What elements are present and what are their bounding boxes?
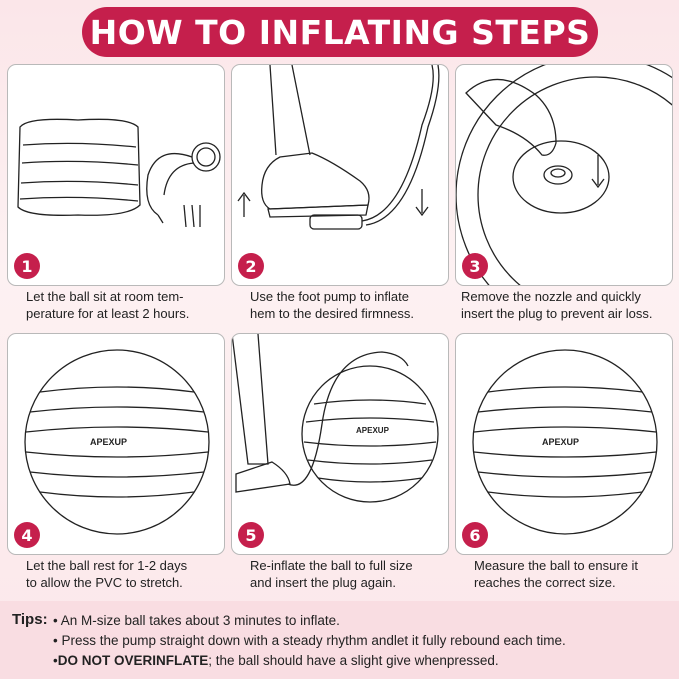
step-6-caption: Measure the ball to ensure it reaches th…	[474, 557, 679, 591]
tips-label: Tips:	[12, 611, 48, 628]
plug-removal-illustration	[456, 65, 672, 285]
step-4-caption-line-1: Let the ball rest for 1-2 days	[26, 558, 188, 573]
step-5-caption-line-2: and insert the plug again.	[250, 575, 396, 590]
tip-3-text: ; the ball should have a slight give whe…	[208, 653, 499, 668]
step-5-caption-line-1: Re-inflate the ball to full size	[250, 558, 413, 573]
ball-package-illustration	[17, 118, 221, 228]
tip-1: • An M-size ball takes about 3 minutes t…	[53, 613, 340, 628]
step-6-badge: 6	[462, 522, 488, 548]
ball-measured-illustration	[472, 349, 658, 535]
step-1-panel: 1	[7, 64, 225, 286]
tip-2-text: Press the pump straight down with a stea…	[61, 633, 566, 648]
step-5-caption: Re-inflate the ball to full size and ins…	[250, 557, 470, 591]
step-2-caption: Use the foot pump to inflate hem to the …	[250, 288, 470, 322]
step-1-badge: 1	[14, 253, 40, 279]
step-3-caption-line-1: Remove the nozzle and quickly	[461, 289, 641, 304]
reinflate-illustration	[232, 334, 439, 503]
step-6-panel: APEXUP 6	[455, 333, 673, 555]
tip-1-bullet: •	[53, 613, 58, 628]
brand-logo-step-6: APEXUP	[542, 437, 580, 447]
tips-section	[0, 601, 679, 679]
step-1-caption-line-1: Let the ball sit at room tem-	[26, 289, 184, 304]
step-2-caption-line-2: hem to the desired firmness.	[250, 306, 415, 321]
step-4-badge: 4	[14, 522, 40, 548]
tip-2-bullet: •	[53, 633, 58, 648]
tip-3-bullet: •	[53, 653, 58, 668]
step-4-panel: APEXUP 4	[7, 333, 225, 555]
tip-3-emphasis: DO NOT OVERINFLATE	[57, 653, 209, 668]
tip-3: •DO NOT OVERINFLATE; the ball should hav…	[53, 653, 499, 668]
step-4-caption-line-2: to allow the PVC to stretch.	[26, 575, 183, 590]
step-1-caption: Let the ball sit at room tem- perature f…	[26, 288, 246, 322]
step-2-badge: 2	[238, 253, 264, 279]
foot-pump-illustration	[237, 65, 440, 230]
step-6-caption-line-1: Measure the ball to ensure it	[474, 558, 639, 573]
page-title: HOW TO INFLATING STEPS	[82, 7, 598, 57]
step-5-badge: 5	[238, 522, 264, 548]
brand-logo-step-4: APEXUP	[90, 437, 128, 447]
step-4-caption: Let the ball rest for 1-2 days to allow …	[26, 557, 246, 591]
step-3-caption: Remove the nozzle and quickly insert the…	[461, 288, 679, 322]
tip-1-text: An M-size ball takes about 3 minutes to …	[60, 613, 340, 628]
step-6-caption-line-2: reaches the correct size.	[474, 575, 616, 590]
step-2-caption-line-1: Use the foot pump to inflate	[250, 289, 409, 304]
ball-resting-illustration	[24, 349, 210, 535]
brand-logo-step-5: APEXUP	[356, 426, 389, 435]
step-3-badge: 3	[462, 253, 488, 279]
step-3-caption-line-2: insert the plug to prevent air loss.	[461, 306, 653, 321]
tip-2: • Press the pump straight down with a st…	[53, 633, 566, 648]
step-1-caption-line-2: perature for at least 2 hours.	[26, 306, 190, 321]
step-3-panel: 3	[455, 64, 673, 286]
step-5-panel: APEXUP 5	[231, 333, 449, 555]
step-2-panel: 2	[231, 64, 449, 286]
